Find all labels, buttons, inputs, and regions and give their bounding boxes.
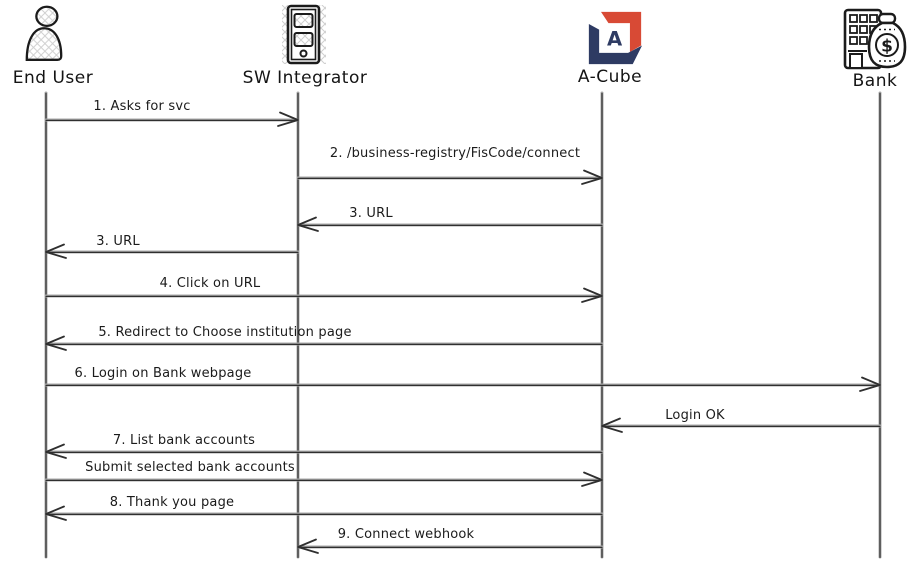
message-label-3: 3. URL [349,206,393,221]
message-label-11: 8. Thank you page [109,495,235,510]
actor-bank: $ [842,6,908,76]
mobile-app-icon [282,4,326,65]
actor-label-sw-integrator: SW Integrator [242,68,368,88]
actor-label-a-cube: A-Cube [577,67,643,87]
acube-logo: A [588,11,643,65]
arrowhead-right [277,111,299,127]
arrowhead-right [581,471,603,487]
arrowhead-right [581,169,603,185]
svg-text:$: $ [881,37,893,57]
bank-icon: $ [843,8,907,70]
arrowhead-left [45,335,67,351]
message-label-1: 1. Asks for svc [93,99,191,114]
arrowhead-left [45,243,67,259]
actor-label-end-user: End User [12,68,94,88]
arrowhead-left [45,505,67,521]
message-label-10: Submit selected bank accounts [85,460,295,475]
message-label-6: 5. Redirect to Choose institution page [98,325,352,340]
message-label-12: 9. Connect webhook [337,527,475,542]
arrowhead-right [581,287,603,303]
actor-label-bank: Bank [852,71,898,91]
message-label-5: 4. Click on URL [159,276,261,291]
arrowhead-left [297,216,319,232]
arrowhead-left [601,417,623,433]
arrowhead-left [297,538,319,554]
message-label-4: 3. URL [96,234,140,249]
arrowhead-left [45,443,67,459]
svg-text:A: A [607,27,623,50]
message-label-9: 7. List bank accounts [112,433,256,448]
actor-a-cube: A [587,10,643,70]
person-icon [25,5,63,61]
message-label-8: Login OK [665,408,725,423]
message-label-2: 2. /business-registry/FisCode/connect [329,146,581,161]
arrowhead-right [859,376,881,392]
message-label-7: 6. Login on Bank webpage [74,366,252,381]
actor-end-user [22,5,66,67]
actor-sw-integrator [281,4,327,70]
